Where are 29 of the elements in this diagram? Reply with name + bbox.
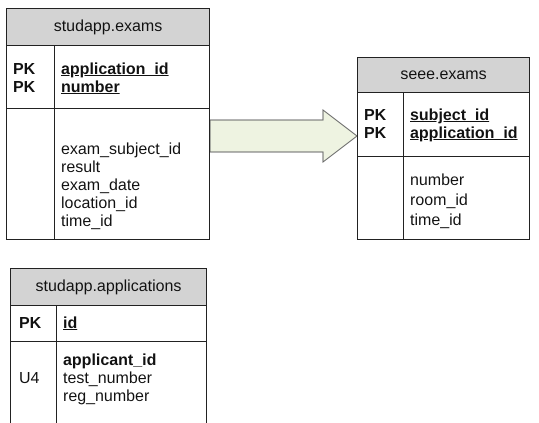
table-title: studapp.exams: [7, 9, 209, 46]
field-name: location_id: [61, 195, 138, 213]
table-title: studapp.applications: [11, 269, 206, 306]
block-arrow: [210, 108, 358, 164]
key-field-name: application_id: [61, 61, 169, 79]
key-field-name: id: [63, 315, 78, 333]
entity-table: [357, 57, 530, 240]
key-marker: PK: [364, 107, 386, 125]
field-name: number: [410, 172, 464, 190]
key-marker: U4: [19, 370, 40, 388]
key-field-name: application_id: [410, 125, 518, 143]
field-name: time_id: [61, 213, 113, 231]
field-name: result: [61, 159, 100, 177]
key-marker: PK: [364, 125, 386, 143]
field-name: exam_date: [61, 177, 140, 195]
field-name: time_id: [410, 212, 462, 230]
entity-table: [10, 268, 207, 423]
entity-table: [6, 8, 210, 240]
key-field-name: number: [61, 79, 120, 97]
key-field-name: subject_id: [410, 107, 490, 125]
key-marker: PK: [13, 61, 36, 79]
field-name: test_number: [63, 370, 152, 388]
table-title: seee.exams: [358, 58, 529, 93]
key-marker: PK: [19, 315, 42, 333]
field-name: applicant_id: [63, 352, 156, 370]
field-name: reg_number: [63, 388, 150, 406]
field-name: room_id: [410, 192, 468, 210]
field-name: exam_subject_id: [61, 141, 182, 159]
key-marker: PK: [13, 79, 36, 97]
